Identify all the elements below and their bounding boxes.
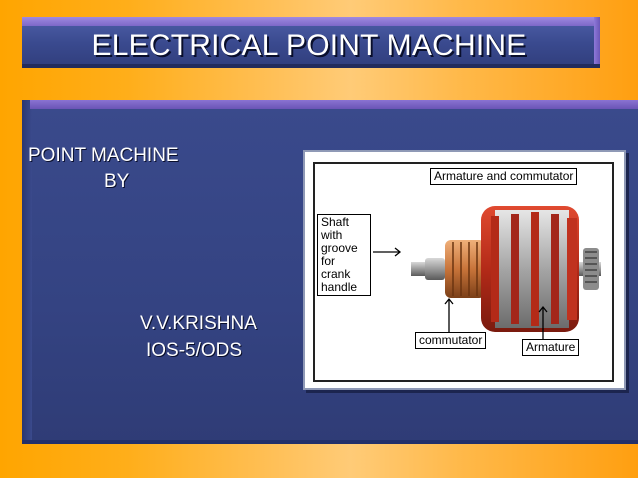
author-designation: IOS-5/ODS bbox=[146, 340, 243, 361]
label-shaft-line-1: Shaft bbox=[321, 215, 350, 229]
armature-illustration bbox=[373, 206, 601, 339]
pinion-gear bbox=[583, 248, 599, 290]
label-shaft-line-3: groove bbox=[321, 241, 358, 255]
armature-winding bbox=[481, 206, 579, 332]
label-armature: Armature bbox=[522, 339, 580, 356]
label-shaft-line-2: with bbox=[321, 228, 343, 242]
title-bar-bevel-right bbox=[594, 17, 600, 64]
label-armature-and-commutator: Armature and commutator bbox=[430, 168, 578, 185]
subject-line: POINT MACHINE bbox=[28, 145, 179, 166]
figure-frame: Armature and commutator Shaft with groov… bbox=[303, 150, 626, 390]
author-name: V.V.KRISHNA bbox=[140, 313, 257, 334]
content-panel-bevel-bottom bbox=[22, 440, 638, 444]
slide-title: ELECTRICAL POINT MACHINE bbox=[91, 29, 527, 62]
label-commutator: commutator bbox=[415, 332, 487, 349]
armature-figure: Armature and commutator Shaft with groov… bbox=[313, 162, 614, 382]
by-line: BY bbox=[104, 171, 130, 192]
commutator bbox=[445, 240, 485, 298]
label-shaft-line-4: for crank bbox=[321, 254, 351, 281]
label-shaft: Shaft with groove for crank handle bbox=[317, 214, 371, 296]
title-bar-bevel bbox=[22, 17, 596, 26]
content-panel-bevel-top bbox=[30, 100, 638, 109]
title-bar: ELECTRICAL POINT MACHINE bbox=[22, 17, 600, 68]
content-panel-bevel-left bbox=[22, 100, 32, 444]
label-shaft-line-5: handle bbox=[321, 280, 358, 294]
